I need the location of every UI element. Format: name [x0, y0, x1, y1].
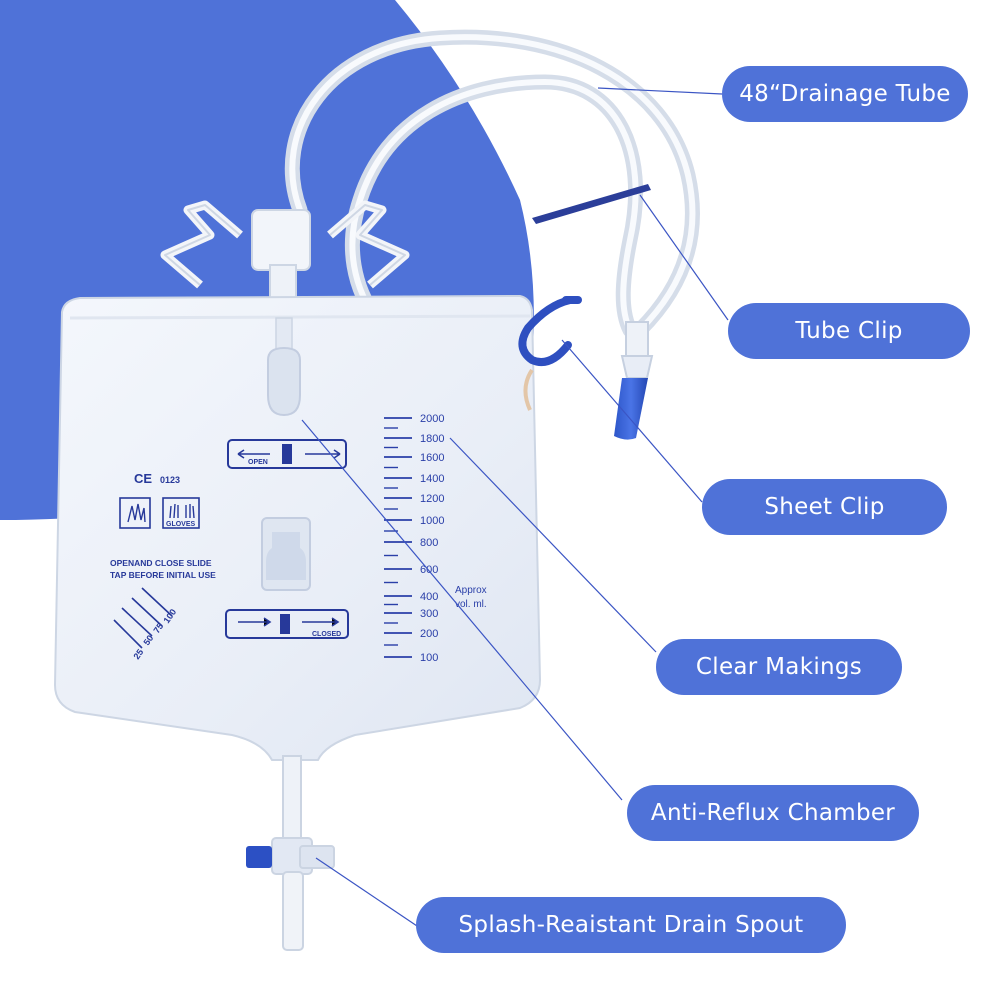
- scale-label: 1000: [420, 515, 444, 527]
- small-scale-label: 50: [141, 633, 155, 647]
- scale-label: 1800: [420, 433, 444, 445]
- scale-label: 600: [420, 564, 438, 576]
- gloves-icon: GLOVES: [162, 497, 200, 529]
- sheet-clip: [518, 296, 582, 367]
- callout-sheet-clip: Sheet Clip: [702, 479, 947, 535]
- scale-label: 800: [420, 537, 438, 549]
- scale-label: 300: [420, 608, 438, 620]
- anti-reflux-chamber: [267, 346, 301, 417]
- instruction-line-1: OPENAND CLOSE SLIDE: [110, 558, 212, 568]
- approx-label: Approx: [455, 585, 487, 596]
- closed-slide-indicator: CLOSED: [225, 609, 349, 639]
- tube-connector: [614, 321, 654, 440]
- closed-label: CLOSED: [312, 631, 341, 638]
- callout-anti-reflux-chamber-label: Anti-Reflux Chamber: [650, 800, 896, 826]
- hand-hygiene-icon: [119, 497, 151, 529]
- callout-drainage-tube: 48“Drainage Tube: [722, 66, 968, 122]
- callout-tube-clip-label: Tube Clip: [795, 318, 903, 344]
- approx-unit-label: vol. ml.: [455, 599, 487, 610]
- tube-clip: [532, 184, 651, 224]
- scale-label: 100: [420, 652, 438, 664]
- callout-clear-makings-label: Clear Makings: [695, 654, 863, 680]
- bag-hanger-right: [327, 200, 410, 289]
- callout-clear-makings: Clear Makings: [656, 639, 902, 695]
- scale-label: 400: [420, 591, 438, 603]
- top-connector: [251, 209, 311, 271]
- small-volume-scale: [113, 587, 173, 649]
- open-label: OPEN: [248, 459, 268, 466]
- callout-lines: [301, 87, 729, 929]
- callout-sheet-clip-label: Sheet Clip: [764, 494, 885, 520]
- callout-drainage-tube-label: 48“Drainage Tube: [739, 81, 951, 107]
- sample-port: [261, 517, 311, 591]
- instruction-line-2: TAP BEFORE INITIAL USE: [110, 570, 216, 580]
- scale-label: 2000: [420, 413, 444, 425]
- small-scale-label: 25: [131, 647, 145, 661]
- scale-label: 1400: [420, 473, 444, 485]
- scale-label: 1200: [420, 493, 444, 505]
- callout-drain-spout: Splash-Reaistant Drain Spout: [416, 897, 846, 953]
- drain-spout: [246, 755, 335, 951]
- callout-tube-clip: Tube Clip: [728, 303, 970, 359]
- callout-anti-reflux-chamber: Anti-Reflux Chamber: [627, 785, 919, 841]
- bag-hanger-left: [160, 200, 243, 289]
- small-scale-label: 75: [151, 621, 165, 635]
- scale-label: 200: [420, 628, 438, 640]
- callout-drain-spout-label: Splash-Reaistant Drain Spout: [458, 912, 804, 938]
- ce-number: 0123: [160, 475, 180, 485]
- ce-mark: CE: [134, 471, 152, 486]
- scale-label: 1600: [420, 452, 444, 464]
- volume-scale: 2000 1800 1600 1400 1200 1000 800 600 400 300 200 1…: [384, 413, 444, 664]
- open-slide-indicator: OPEN: [227, 439, 347, 469]
- gloves-label: GLOVES: [166, 521, 196, 528]
